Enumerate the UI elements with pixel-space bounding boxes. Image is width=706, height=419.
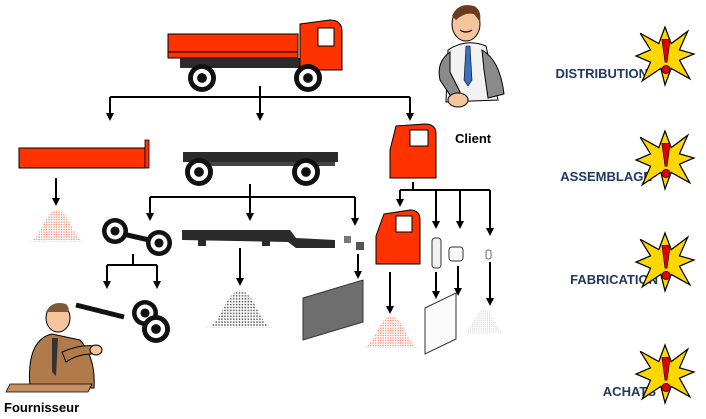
level-distribution: DISTRIBUTION [556, 26, 695, 86]
cab-shell [375, 209, 421, 265]
level-fabrication: FABRICATION [570, 232, 695, 292]
raw-parts [75, 300, 170, 343]
distribution-connectors [106, 86, 414, 121]
level-label: DISTRIBUTION [556, 66, 648, 81]
assembly-connectors [146, 182, 494, 236]
level-assemblage: ASSEMBLAGE [560, 130, 695, 190]
truck-chassis [183, 152, 338, 186]
variability-curve [362, 316, 420, 348]
supplier-label: Fournisseur [4, 400, 79, 415]
level-label: ACHATS [603, 384, 657, 399]
level-label: FABRICATION [570, 272, 658, 287]
supplier-figure [5, 303, 103, 393]
demand-curve [28, 210, 86, 242]
alert-burst-icon [635, 130, 695, 190]
alert-burst-icon [635, 232, 695, 292]
variability-curve [462, 309, 506, 334]
glass-panel [424, 292, 457, 355]
variability-curve [206, 290, 274, 328]
truck-cab [389, 123, 437, 179]
level-list: DISTRIBUTION ASSEMBLAGE FABRICATION ACHA… [556, 26, 695, 404]
sheet-metal-plate [302, 279, 364, 341]
axle-assembly [102, 218, 172, 256]
alert-burst-icon [635, 344, 695, 404]
fabrication-connectors [103, 248, 494, 314]
level-achats: ACHATS [603, 344, 695, 404]
complete-truck [167, 19, 343, 92]
cab-parts [431, 237, 492, 269]
small-parts [344, 236, 364, 250]
client-label: Client [455, 131, 492, 146]
alert-burst-icon [635, 26, 695, 86]
truck-body [18, 139, 150, 169]
client-figure [438, 5, 505, 108]
chassis-frame [182, 230, 335, 248]
level-label: ASSEMBLAGE [560, 169, 652, 184]
